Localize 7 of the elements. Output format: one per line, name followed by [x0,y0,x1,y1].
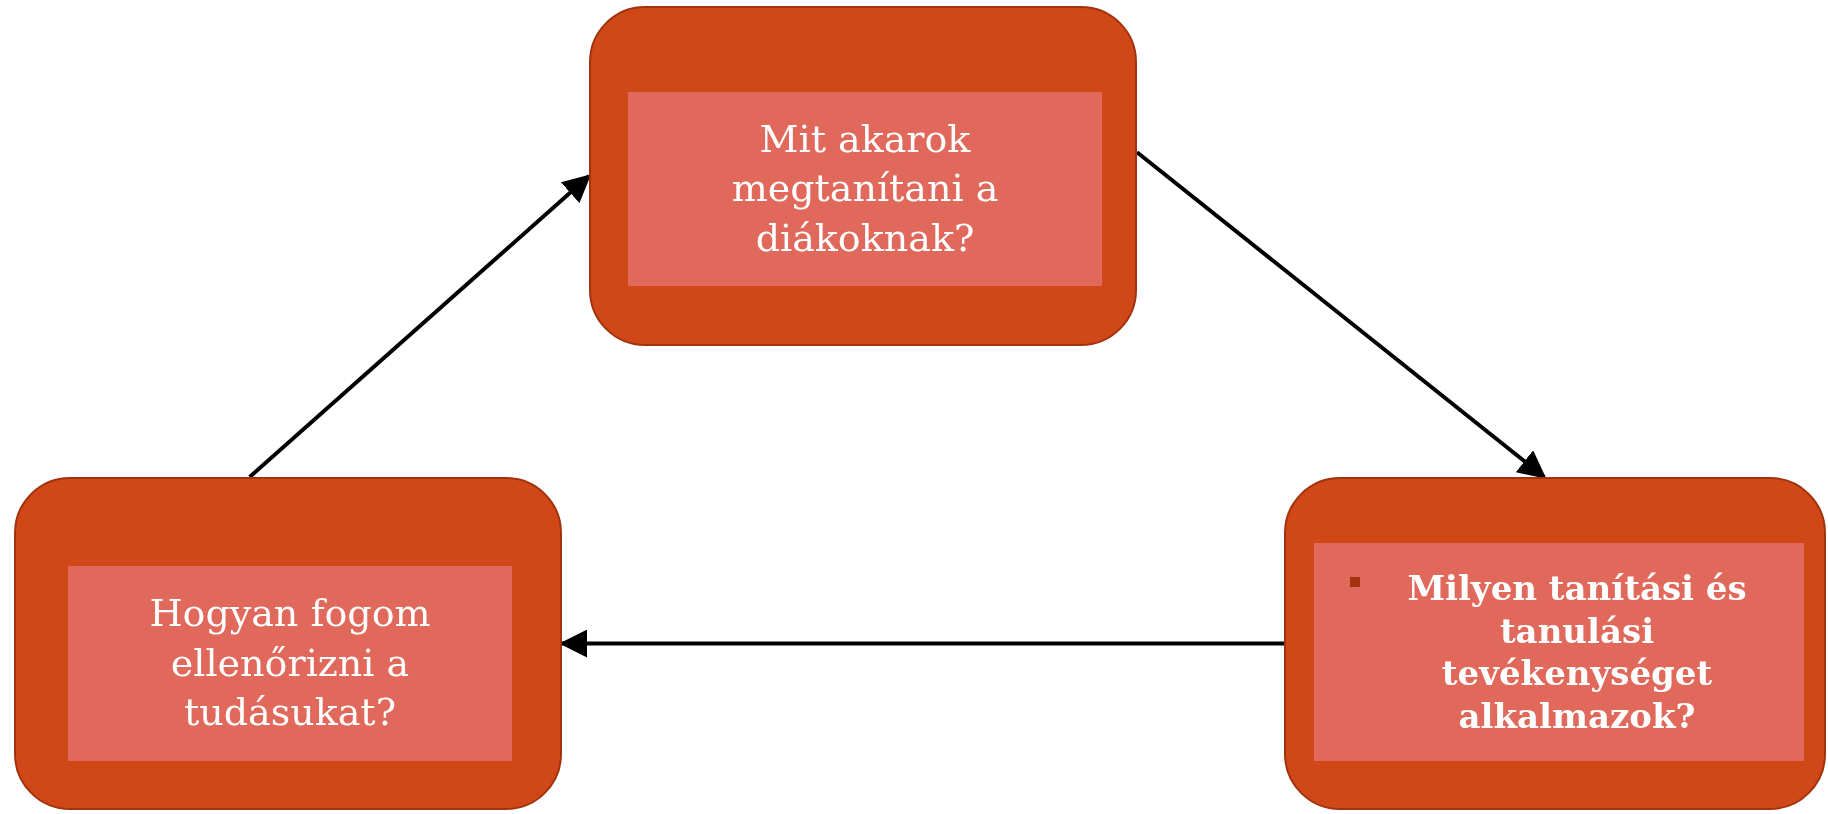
arrow [1135,150,1547,479]
node-text: Hogyan fogom ellenőrizni a tudásukat? [148,590,432,737]
rounded-box [589,6,1137,346]
node-text: Milyen tanítási és tanulási tevékenységet alkalmazok? [1406,567,1748,737]
rounded-box [14,477,562,810]
rounded-box [1284,477,1826,810]
node-text: Mit akarok megtanítani a diákoknak? [730,115,1000,262]
